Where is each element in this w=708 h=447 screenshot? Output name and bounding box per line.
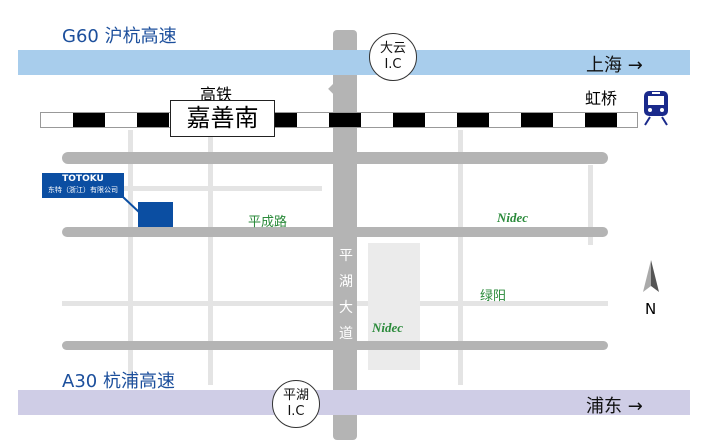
ic-label: I.C bbox=[384, 57, 402, 72]
nidec-building bbox=[368, 243, 420, 370]
avenue-char: 道 bbox=[339, 326, 353, 342]
north-arrow-icon bbox=[643, 260, 659, 292]
ic-name: 平湖 bbox=[282, 388, 309, 403]
pinghu-avenue bbox=[333, 30, 357, 440]
pingcheng-road-label: 平成路 bbox=[248, 215, 288, 230]
minor-road bbox=[62, 186, 322, 191]
nidec-label: Nidec bbox=[497, 210, 529, 225]
nidec-label: Nidec bbox=[372, 320, 404, 335]
railway bbox=[40, 112, 638, 128]
jiashan-south-station: 嘉善南 bbox=[170, 100, 275, 137]
minor-road bbox=[588, 165, 593, 245]
avenue-char: 平 bbox=[339, 248, 353, 264]
avenue-char: 湖 bbox=[339, 274, 353, 290]
highway-a30 bbox=[18, 390, 690, 415]
highway-a30-label: A30 杭浦高速 bbox=[62, 371, 175, 392]
ic-name: 大云 bbox=[379, 41, 406, 56]
lvyang-label: 绿阳 bbox=[480, 289, 507, 304]
railway-label: 高铁 bbox=[200, 85, 233, 104]
shanghai-direction: 上海 → bbox=[586, 55, 643, 76]
avenue-char: 大 bbox=[339, 300, 353, 316]
minor-road bbox=[458, 130, 463, 385]
hongqiao-label: 虹桥 bbox=[585, 89, 618, 108]
train-icon bbox=[644, 91, 668, 126]
totoku-callout: TOTOKU 东特（浙江）有限公司 bbox=[42, 173, 124, 198]
minor-road bbox=[128, 130, 133, 385]
company-name: TOTOKU bbox=[62, 174, 104, 184]
company-subname: 东特（浙江）有限公司 bbox=[48, 186, 118, 194]
pudong-direction: 浦东 → bbox=[586, 396, 643, 417]
compass-label: N bbox=[645, 300, 657, 318]
callout-line bbox=[122, 196, 141, 214]
highway-g60-label: G60 沪杭高速 bbox=[62, 26, 177, 47]
highway-g60 bbox=[18, 50, 690, 75]
totoku-location bbox=[138, 202, 173, 227]
minor-road bbox=[208, 130, 213, 385]
ic-label: I.C bbox=[287, 404, 305, 419]
